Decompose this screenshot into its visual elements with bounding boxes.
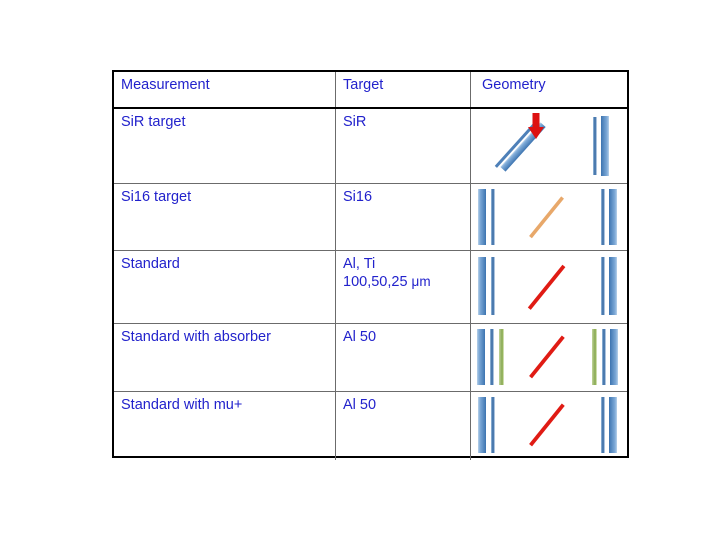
detector-bar-thick — [609, 189, 617, 245]
detector-bar-thick — [609, 257, 617, 315]
detector-bar-thick — [478, 397, 486, 453]
red-diagonal-target — [527, 264, 566, 310]
detector-bar-thick — [478, 257, 486, 315]
cell-geometry — [471, 392, 627, 460]
detector-bar-thin — [601, 397, 605, 453]
cell-target: Si16 — [336, 184, 471, 250]
detector-bar-thick — [601, 116, 609, 176]
geometry-diagram-si16-target — [471, 184, 627, 250]
cell-measurement: Standard — [114, 251, 336, 323]
cell-target: Al 50 — [336, 324, 471, 391]
detector-bar-thin — [593, 117, 597, 175]
geometry-diagram-standard-with-absorber — [471, 324, 627, 391]
measurement-label: Si16 target — [121, 189, 192, 205]
cell-geometry — [471, 251, 627, 323]
measurement-label: SiR target — [121, 114, 186, 130]
absorber-bar-green — [499, 329, 504, 385]
target-thickness-values: 100,50,25 — [343, 274, 412, 290]
table-row: Si16 target Si16 — [114, 184, 627, 251]
table-header-row: Measurement Target Geometry — [114, 72, 627, 109]
measurement-label: Standard — [121, 256, 180, 272]
header-label-target: Target — [343, 77, 384, 93]
detector-bar-thick — [609, 397, 617, 453]
detector-bar-thin — [601, 257, 605, 315]
detector-bar-thick — [477, 329, 485, 385]
cell-target: Al 50 — [336, 392, 471, 460]
target-label: Al 50 — [343, 329, 377, 345]
absorber-bar-green — [592, 329, 597, 385]
red-diagonal-target — [529, 335, 565, 379]
header-label-geometry: Geometry — [482, 77, 546, 93]
detector-bar-thin — [602, 329, 606, 385]
detector-bar-thick — [478, 189, 486, 245]
detector-bar-thin — [601, 189, 605, 245]
cell-measurement: SiR target — [114, 109, 336, 183]
measurement-label: Standard with mu+ — [121, 397, 243, 413]
diagonal-thin-bar — [494, 122, 536, 168]
detector-bar-thick — [610, 329, 618, 385]
geometry-diagram-standard — [471, 251, 627, 323]
detector-bar-thin — [490, 329, 494, 385]
detector-bar-thin — [491, 397, 495, 453]
cell-geometry — [471, 324, 627, 391]
table-row: SiR target SiR — [114, 109, 627, 184]
cell-target: Al, Ti 100,50,25 μm — [336, 251, 471, 323]
header-cell-geometry: Geometry — [471, 72, 627, 107]
table-row: Standard with mu+ Al 50 — [114, 392, 627, 460]
cell-measurement: Si16 target — [114, 184, 336, 250]
cell-measurement: Standard with absorber — [114, 324, 336, 391]
target-label-line1: Al, Ti — [343, 256, 376, 272]
cell-geometry — [471, 184, 627, 250]
orange-diagonal-target — [529, 196, 564, 239]
header-cell-measurement: Measurement — [114, 72, 336, 107]
red-down-arrow — [528, 113, 544, 139]
header-cell-target: Target — [336, 72, 471, 107]
cell-target: SiR — [336, 109, 471, 183]
header-label-measurement: Measurement — [121, 77, 210, 93]
target-label: Si16 — [343, 189, 373, 205]
red-diagonal-target — [529, 403, 565, 447]
cell-measurement: Standard with mu+ — [114, 392, 336, 460]
target-label-line2: 100,50,25 μm — [343, 273, 463, 291]
geometry-diagram-sir-target — [471, 109, 627, 183]
micrometre-unit: μm — [411, 274, 431, 289]
detector-bar-thin — [491, 257, 495, 315]
cell-geometry — [471, 109, 627, 183]
detector-bar-thin — [491, 189, 495, 245]
table-row: Standard Al, Ti 100,50,25 μm — [114, 251, 627, 324]
geometry-diagram-standard-with-mu — [471, 392, 627, 460]
target-label: SiR — [343, 114, 367, 130]
measurement-label: Standard with absorber — [121, 329, 271, 345]
target-label: Al 50 — [343, 397, 377, 413]
measurement-geometry-table: Measurement Target Geometry SiR target S… — [112, 70, 629, 460]
table-row: Standard with absorber Al 50 — [114, 324, 627, 392]
